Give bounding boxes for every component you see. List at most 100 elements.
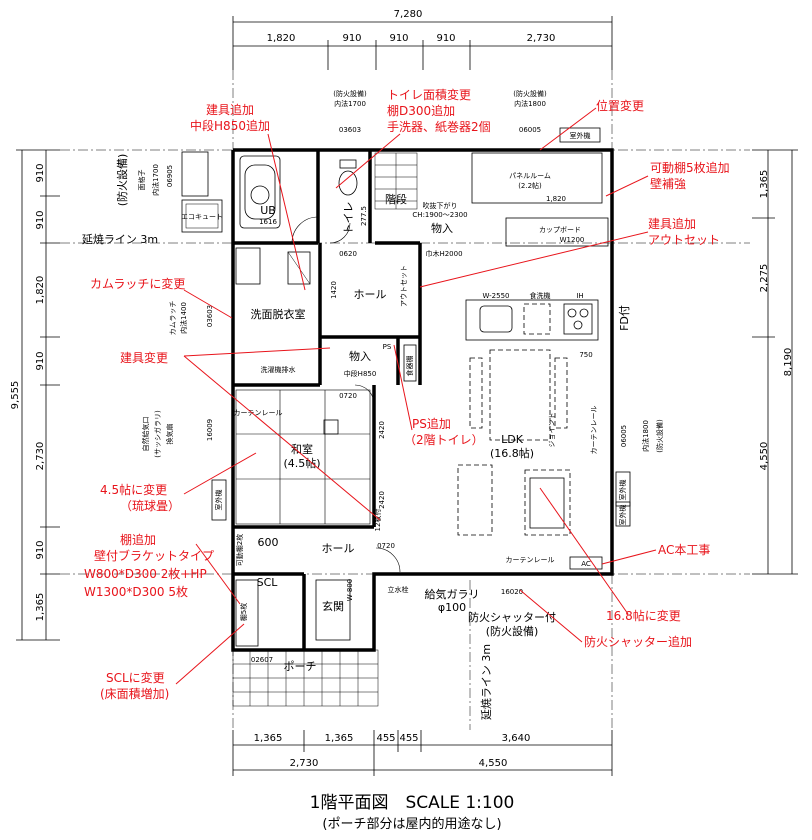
grid-lines — [60, 70, 750, 730]
bouka-top-2: (防火設備) — [513, 89, 547, 98]
bouka-left-a: (防火設備) — [115, 154, 129, 207]
dim-left-total: 9,555 — [10, 381, 21, 410]
room-monoire-top: 物入 — [431, 221, 453, 235]
kutsu-label: 棚5枚 — [239, 603, 248, 621]
dim-bottom-seg-5: 3,640 — [502, 733, 531, 744]
caption: 1階平面図 SCALE 1:100 (ポーチ部分は屋内的用途なし) — [310, 793, 515, 832]
kanki-label: 換気扇 — [165, 424, 174, 445]
code-06005-right: 06005 — [620, 425, 628, 447]
bouka-right-b: 内法1800 — [641, 420, 650, 452]
tate-mizusen: 立水栓 — [388, 585, 409, 594]
dishwasher-label: 食洗機 — [530, 291, 551, 300]
room-toilet: トイレ — [342, 202, 355, 235]
ac-unit: AC — [581, 560, 591, 568]
note-kadou-2: 壁補強 — [650, 176, 686, 191]
room-ub-size: 1616 — [259, 218, 277, 226]
note-tategu-a2: 中段H850追加 — [190, 118, 270, 133]
note-tategu-a: 建具追加 — [206, 102, 254, 117]
note-kadou: 可動棚5枚追加 — [650, 160, 730, 175]
bouka-top-2-size: 内法1800 — [514, 99, 546, 108]
dim-1420: 1420 — [330, 281, 338, 299]
room-monoire-mid: 物入 — [349, 349, 371, 363]
door-2420-a: 2420 — [378, 421, 386, 439]
width-750: 750 — [579, 351, 592, 359]
note-tategu-b: 建具追加 — [648, 216, 696, 231]
door-2420-b: 2420 — [378, 491, 386, 509]
cupboard-width: W1200 — [560, 236, 585, 244]
code-06005-top: 06005 — [519, 126, 541, 134]
bouka-right-a: (防火設備) — [655, 419, 664, 453]
dim-left-seg-7: 1,365 — [35, 593, 46, 622]
panel-room-size: (2.2帖) — [518, 181, 542, 190]
tana-w800: W-800 — [346, 579, 354, 602]
annotations: 建具追加 中段H850追加 トイレ面積変更 棚D300追加 手洗器、紙巻器2個 … — [84, 87, 730, 701]
room-hall: ホール — [354, 288, 387, 301]
dim-bottom-seg-2: 1,365 — [325, 733, 354, 744]
fukinuke-size: CH:1900〜2300 — [412, 211, 467, 219]
room-nakadan: 中段H850 — [344, 369, 377, 378]
curtain-1: カーテンレール — [234, 409, 283, 417]
note-toilet-change-3: 手洗器、紙巻器2個 — [387, 119, 491, 134]
note-scl: SCLに変更 — [106, 670, 165, 685]
note-toilet-change-2: 棚D300追加 — [387, 103, 455, 118]
door-0720-b: 0720 — [377, 542, 395, 550]
stair-2775: 277.5 — [360, 206, 368, 226]
note-tana-4: W1300*D300 5枚 — [84, 584, 188, 599]
note-ac: AC本工事 — [658, 543, 710, 557]
dim-left-seg-1: 910 — [35, 163, 46, 182]
code-06905: 06905 — [166, 165, 174, 187]
shizen-kyuki-2: (サッシガラリ) — [153, 410, 162, 458]
code-03603-side: 03603 — [206, 305, 214, 327]
kanki-top: 室外機 — [570, 131, 591, 140]
curtain-3: カーテンレール — [506, 556, 555, 564]
dim-top-total: 7,280 — [394, 9, 423, 20]
dim-bottom-total-1: 2,730 — [290, 758, 319, 769]
door-0720-a: 0720 — [339, 392, 357, 400]
bouka-top-1: (防火設備) — [333, 89, 367, 98]
room-washitsu-size: (4.5帖) — [283, 457, 320, 470]
ih-label: IH — [576, 292, 583, 300]
note-tategu-c: 建具変更 — [120, 350, 168, 365]
code-03603-top: 03603 — [339, 126, 361, 134]
note-jyou: 4.5帖に変更 — [100, 482, 167, 497]
room-senmen: 洗面脱衣室 — [251, 307, 306, 321]
kamurachi-size: 内法1400 — [179, 302, 188, 334]
note-jyou-2: （琉球畳） — [120, 499, 180, 513]
note-ps-add-2: （2階トイレ） — [404, 432, 484, 447]
kanki-right-2: 室外機 — [618, 505, 627, 526]
note-tategu-b2: アウトセット — [648, 233, 720, 247]
note-toilet-change: トイレ面積変更 — [387, 87, 471, 102]
note-shutter: 防火シャッター追加 — [584, 634, 692, 649]
code-16009: 16009 — [206, 419, 214, 441]
ps-label: PS — [383, 343, 392, 351]
bouka-left-b: 面格子 — [137, 170, 146, 191]
room-washitsu: 和室 — [291, 442, 313, 456]
width-1820: 1,820 — [546, 195, 566, 203]
dim-right-seg-1: 1,365 — [759, 170, 770, 199]
code-02607: 02607 — [251, 656, 273, 664]
teshuki-note: 巾木H2000 — [425, 249, 462, 258]
ecocute-label: エコキュート — [181, 213, 223, 221]
room-scl: SCL — [257, 576, 279, 589]
dim-left-seg-6: 910 — [35, 540, 46, 559]
door-0620: 0620 — [339, 250, 357, 258]
room-ub: UB — [260, 204, 276, 217]
shutter-label: 防火シャッター付 — [468, 610, 556, 624]
room-ldk: LDK — [501, 433, 524, 446]
tokonoma-label: 12枚付 — [373, 509, 382, 532]
kyuki-garari: 給気ガラリ — [425, 587, 480, 601]
room-ldk-size: (16.8帖) — [490, 447, 534, 460]
jimu-label: ジョイント — [548, 413, 556, 448]
room-labels: UB 1616 エコキュート トイレ 階段 物入 ホール 洗面脱衣室 物入 中段… — [82, 172, 631, 720]
enshou-left: 延焼ライン 3m — [82, 233, 158, 246]
dim-top-seg-4: 910 — [436, 33, 455, 44]
dim-left-seg-5: 2,730 — [35, 442, 46, 471]
dim-bottom-seg-4: 455 — [399, 733, 418, 744]
plan-subtitle: (ポーチ部分は屋内的用途なし) — [322, 816, 501, 832]
dimension-lines: 7,280 1,820 910 910 910 2,730 1,365 1,36… — [10, 9, 798, 776]
fd-label: FD付 — [618, 305, 631, 331]
dim-left-seg-3: 1,820 — [35, 276, 46, 305]
room-porch: ポーチ — [284, 660, 317, 673]
bouka-left-c: 内法1700 — [151, 164, 160, 196]
